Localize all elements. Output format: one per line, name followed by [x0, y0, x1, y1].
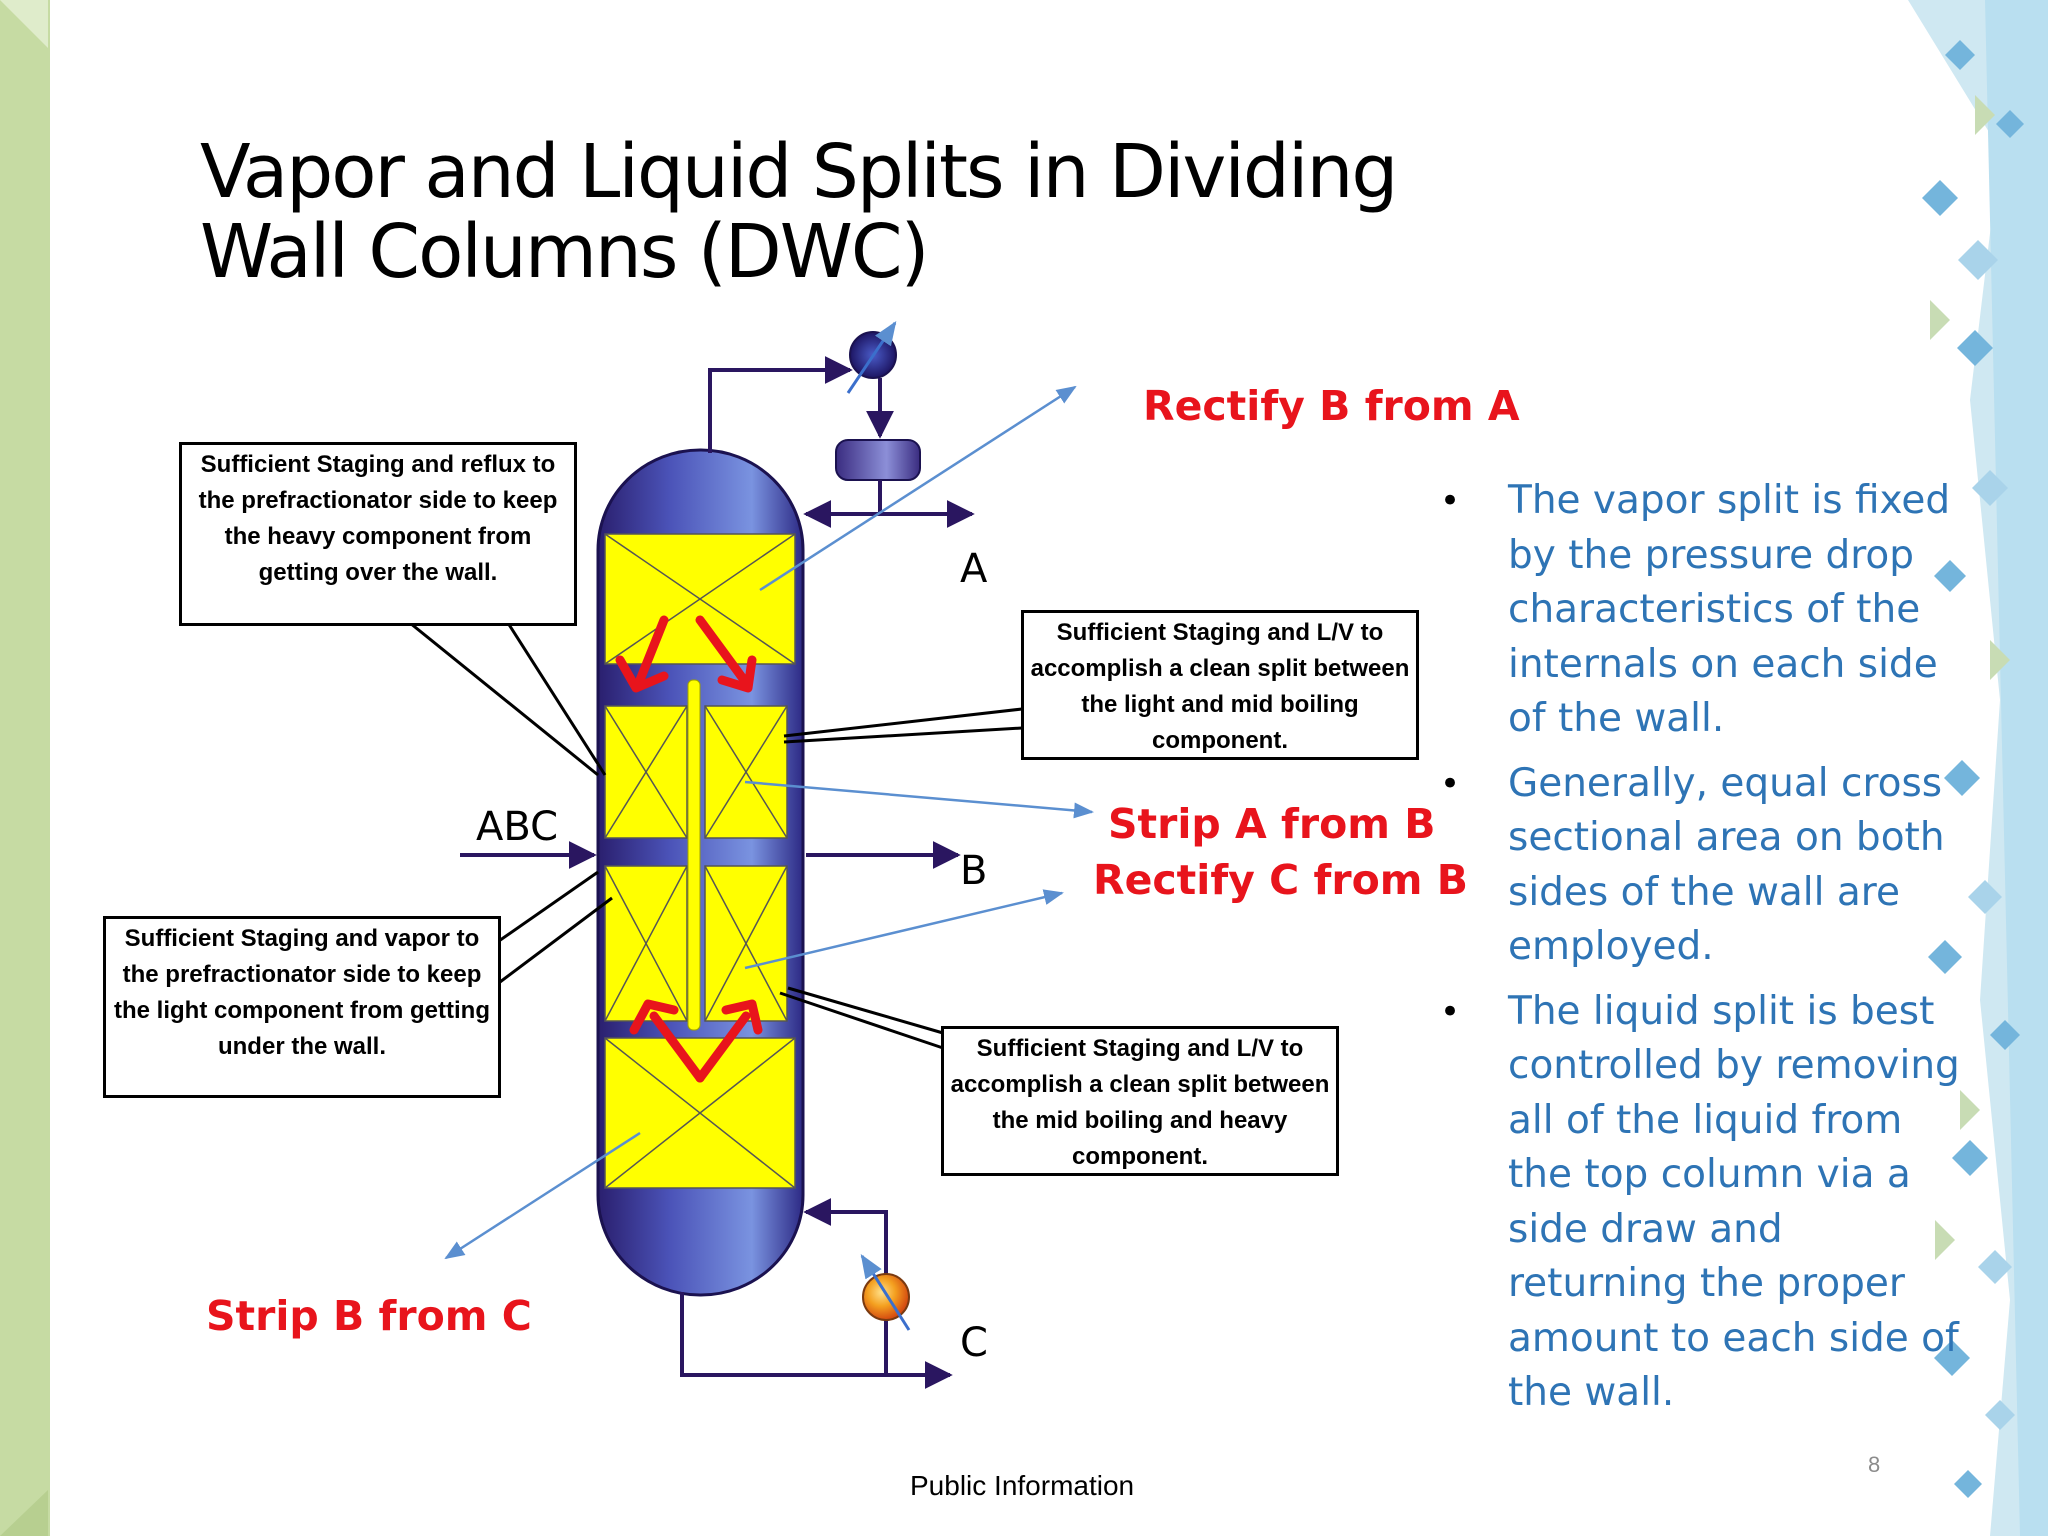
top-product-label: A	[960, 546, 988, 592]
left-band-fold	[0, 0, 48, 1536]
bullet-list: •The vapor split is fixed by the pressur…	[1440, 474, 1960, 1431]
page-number: 8	[1868, 1452, 1881, 1477]
bullet-icon: •	[1440, 991, 1461, 1032]
dividing-wall	[687, 679, 701, 1031]
feed-label: ABC	[476, 804, 559, 850]
bullet-icon: •	[1440, 481, 1461, 521]
split-arrows	[615, 615, 763, 1083]
reboiler	[862, 1273, 910, 1321]
callout-light-mid-split: Sufficient Staging and L/V to accomplish…	[1021, 610, 1419, 760]
rectify-c-from-b-label: Rectify C from B	[1093, 856, 1469, 904]
right-decorative-pattern	[1908, 0, 2048, 1536]
left-decorative-band	[0, 0, 50, 1536]
callout-reflux-prefractionator: Sufficient Staging and reflux to the pre…	[179, 442, 577, 626]
bullet-item: •The vapor split is fixed by the pressur…	[1440, 474, 1960, 747]
reflux-drum	[835, 439, 921, 481]
bullet-icon: •	[1440, 763, 1461, 804]
rectify-b-from-a-label: Rectify B from A	[1143, 382, 1520, 430]
callout-mid-heavy-split: Sufficient Staging and L/V to accomplish…	[941, 1026, 1339, 1176]
bullet-item: •Generally, equal cross sectional area o…	[1440, 757, 1960, 975]
bottom-product-label: C	[960, 1320, 988, 1366]
strip-a-from-b-label: Strip A from B	[1108, 800, 1436, 848]
footer-classification: Public Information	[910, 1470, 1135, 1501]
slide-title: Vapor and Liquid Splits in Dividing Wall…	[200, 129, 1398, 295]
bullet-item: •The liquid split is best controlled by …	[1440, 985, 1960, 1421]
side-product-label: B	[960, 848, 988, 894]
strip-b-from-c-label: Strip B from C	[206, 1292, 532, 1340]
dwc-column-diagram	[409, 321, 1094, 1389]
callout-vapor-prefractionator: Sufficient Staging and vapor to the pref…	[103, 916, 501, 1098]
